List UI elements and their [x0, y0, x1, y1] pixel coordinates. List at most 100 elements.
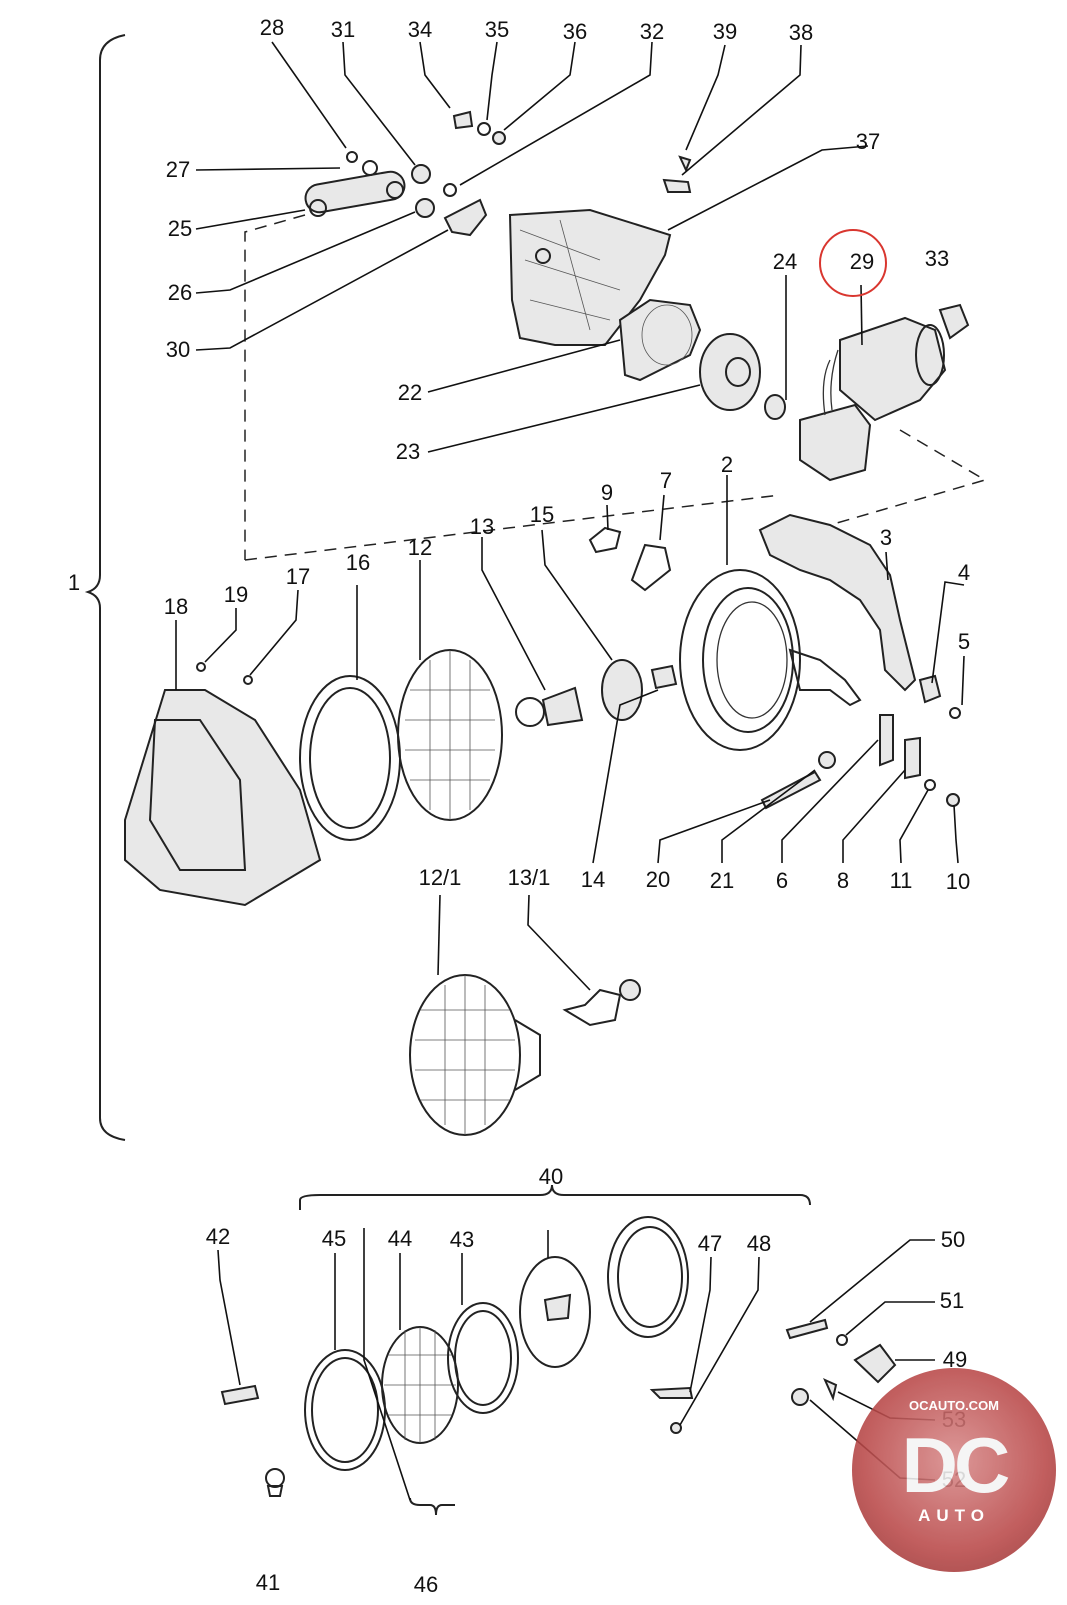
washer-51 — [836, 1334, 848, 1346]
part-label-1: 1 — [67, 570, 81, 595]
part-label-47: 47 — [697, 1231, 723, 1256]
part-label-24: 24 — [772, 249, 798, 274]
plate-9 — [588, 526, 622, 554]
part-label-23: 23 — [395, 439, 421, 464]
part-label-7: 7 — [659, 468, 673, 493]
housing-outer — [607, 1216, 689, 1338]
part-label-30: 30 — [165, 337, 191, 362]
bulb-41 — [265, 1468, 285, 1497]
watermark-url: OCAUTO.COM — [908, 1398, 1000, 1413]
part-label-46: 46 — [413, 1572, 439, 1597]
reflector-inner — [519, 1256, 591, 1368]
part-label-48: 48 — [746, 1231, 772, 1256]
part-label-3: 3 — [879, 525, 893, 550]
screw-5 — [949, 707, 961, 719]
part-label-28: 28 — [259, 15, 285, 40]
clip-38 — [662, 178, 692, 193]
part-label-36: 36 — [562, 19, 588, 44]
part-label-21: 21 — [709, 868, 735, 893]
part-label-22: 22 — [397, 380, 423, 405]
plate-8 — [904, 736, 921, 780]
part-label-31: 31 — [330, 17, 356, 42]
screw-19 — [196, 662, 206, 672]
housing-2 — [679, 569, 862, 751]
part-label-38: 38 — [788, 20, 814, 45]
part-label-26: 26 — [167, 280, 193, 305]
washer-27 — [362, 160, 378, 176]
sealed-beam-12-1 — [409, 974, 541, 1136]
ring-45 — [304, 1349, 386, 1471]
bracket-49 — [853, 1343, 897, 1384]
brace-46 — [409, 1497, 455, 1516]
link-rod-25 — [304, 170, 406, 217]
part-label-43: 43 — [449, 1227, 475, 1252]
part-label-9: 9 — [600, 480, 614, 505]
highlight-circle — [819, 229, 887, 297]
part-label-12-1: 12/1 — [418, 865, 462, 890]
part-label-5: 5 — [957, 629, 971, 654]
part-label-17: 17 — [285, 564, 311, 589]
part-label-27: 27 — [165, 157, 191, 182]
bracket-6 — [879, 714, 894, 767]
sealed-beam-12 — [397, 649, 503, 821]
clip-28 — [346, 151, 358, 163]
part-label-25: 25 — [167, 216, 193, 241]
part-label-39: 39 — [712, 19, 738, 44]
part-label-6: 6 — [775, 868, 789, 893]
lens-44 — [381, 1326, 459, 1444]
wiper-arm-22 — [618, 298, 702, 382]
washer-32 — [443, 183, 457, 197]
part-label-37: 37 — [855, 129, 881, 154]
part-label-18: 18 — [163, 594, 189, 619]
bolt-50 — [785, 1318, 829, 1340]
wiper-motor-29 — [799, 316, 947, 482]
part-label-42: 42 — [205, 1224, 231, 1249]
screw-52 — [791, 1388, 809, 1406]
reflector-15 — [601, 659, 643, 721]
bulb-13 — [515, 686, 584, 727]
part-label-4: 4 — [957, 560, 971, 585]
watermark-logo: OCAUTO.COM DC AUTO — [852, 1368, 1056, 1572]
part-label-49: 49 — [942, 1347, 968, 1372]
part-label-2: 2 — [720, 452, 734, 477]
watermark-logo-text: DC — [901, 1421, 1011, 1509]
bolt-34 — [452, 110, 474, 130]
part-label-34: 34 — [407, 17, 433, 42]
part-label-32: 32 — [639, 19, 665, 44]
dashed-line-left — [244, 214, 306, 560]
nut-31 — [411, 164, 431, 184]
part-label-44: 44 — [387, 1226, 413, 1251]
watermark-sub-text: AUTO — [918, 1506, 990, 1525]
dashed-line-right — [829, 429, 987, 526]
screw-48 — [670, 1422, 682, 1434]
cover-3 — [758, 513, 917, 692]
cap-33 — [938, 303, 970, 340]
part-label-40: 40 — [538, 1164, 564, 1189]
washer-11 — [924, 779, 936, 791]
part-label-15: 15 — [529, 502, 555, 527]
cap-23 — [699, 333, 761, 411]
clip-47 — [649, 1386, 694, 1399]
part-label-51: 51 — [939, 1288, 965, 1313]
part-label-10: 10 — [945, 869, 971, 894]
part-label-19: 19 — [223, 582, 249, 607]
part-label-41: 41 — [255, 1570, 281, 1595]
part-label-13-1: 13/1 — [507, 865, 551, 890]
washer-53 — [823, 1378, 838, 1402]
bulb-13-1 — [562, 979, 641, 1027]
clip-42 — [220, 1384, 260, 1406]
bucket-18 — [124, 689, 322, 907]
clip-4 — [918, 674, 942, 704]
screw-39 — [678, 155, 692, 173]
brace-1 — [84, 34, 126, 1141]
plate-7 — [630, 543, 672, 592]
nut-36 — [492, 131, 506, 145]
dashed-line-bottom — [244, 494, 781, 561]
part-label-11: 11 — [889, 868, 913, 893]
part-label-12: 12 — [407, 535, 433, 560]
part-label-33: 33 — [924, 246, 950, 271]
part-label-13: 13 — [469, 514, 495, 539]
washer-35 — [477, 122, 491, 136]
part-label-8: 8 — [836, 868, 850, 893]
